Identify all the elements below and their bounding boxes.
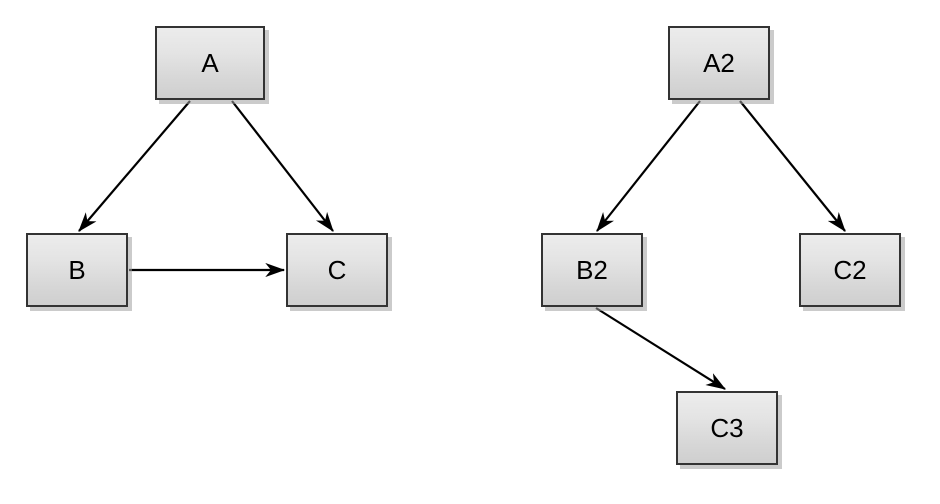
edge-b2-to-c3: [595, 307, 726, 390]
node-c-label: C: [327, 255, 347, 285]
node-c[interactable]: C: [286, 233, 388, 307]
edge-a-to-c: [231, 100, 334, 232]
edge-a-to-b: [78, 100, 191, 232]
node-a-label: A: [201, 48, 219, 78]
node-a[interactable]: A: [155, 26, 265, 100]
node-a2[interactable]: A2: [668, 26, 770, 100]
node-b2[interactable]: B2: [541, 233, 643, 307]
node-c3[interactable]: C3: [676, 391, 778, 465]
node-a2-label: A2: [703, 48, 735, 78]
edges-group: [78, 100, 846, 390]
edge-a2-to-b2: [596, 100, 701, 232]
node-b2-label: B2: [576, 255, 608, 285]
node-c2[interactable]: C2: [799, 233, 901, 307]
node-b-label: B: [68, 255, 86, 285]
node-c3-label: C3: [710, 413, 744, 443]
edge-a2-to-c2: [739, 100, 846, 232]
node-b[interactable]: B: [26, 233, 128, 307]
node-c2-label: C2: [833, 255, 867, 285]
